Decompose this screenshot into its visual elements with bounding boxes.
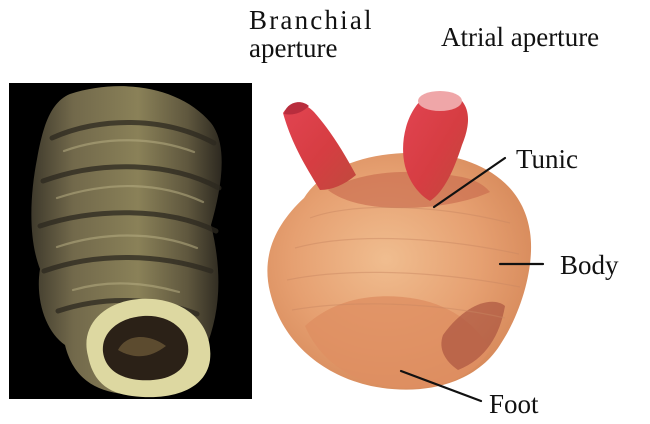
label-branchial-aperture-line-2: aperture xyxy=(249,35,337,61)
branchial-siphon xyxy=(283,104,356,190)
label-branchial-aperture-line-1: Branchial xyxy=(249,7,374,33)
label-body: Body xyxy=(560,252,619,278)
label-atrial-aperture: Atrial aperture xyxy=(441,24,599,50)
label-foot: Foot xyxy=(489,391,539,417)
atrial-siphon-opening xyxy=(418,91,462,111)
snail-shell-photo xyxy=(9,83,252,399)
ascidian-photo xyxy=(267,91,531,390)
label-tunic: Tunic xyxy=(516,146,578,172)
